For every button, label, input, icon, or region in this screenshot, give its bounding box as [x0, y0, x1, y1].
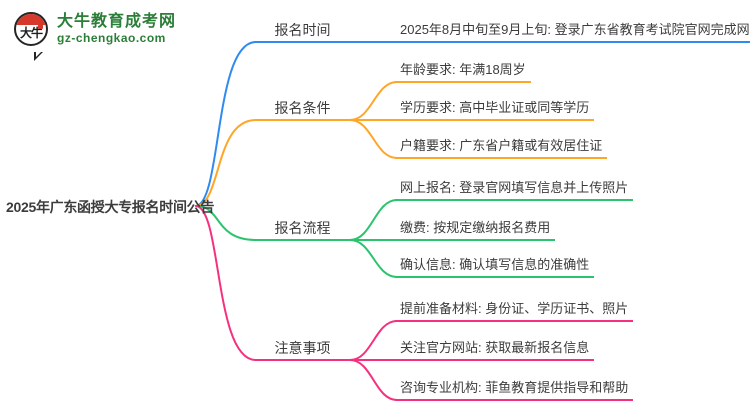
- connector-notes-leaf-3: [349, 359, 398, 401]
- leaf-follow-official-site: 关注官方网站: 获取最新报名信息: [395, 339, 595, 361]
- logo-mark-text: 大牛: [19, 26, 43, 40]
- logo-red-cap: [16, 14, 46, 25]
- leaf-prepare-materials: 提前准备材料: 身份证、学历证书、照片: [395, 300, 634, 322]
- connector-root-to-conditions-branch: [195, 119, 257, 207]
- branch-label-notes: 注意事项: [255, 339, 350, 361]
- connector-process-leaf-3: [349, 239, 398, 278]
- branch-label-registration-process: 报名流程: [255, 219, 350, 241]
- leaf-residency-requirement: 户籍要求: 广东省户籍或有效居住证: [395, 137, 608, 159]
- leaf-confirm-info: 确认信息: 确认填写信息的准确性: [395, 256, 595, 278]
- connector-root-to-notes-branch: [195, 205, 257, 361]
- leaf-consult-agency: 咨询专业机构: 菲鱼教育提供指导和帮助: [395, 379, 634, 401]
- logo-seal-icon: [38, 24, 43, 29]
- leaf-online-registration: 网上报名: 登录官网填写信息并上传照片: [395, 179, 634, 201]
- connector-root-to-process-branch: [195, 205, 257, 241]
- leaf-age-requirement: 年龄要求: 年满18周岁: [395, 61, 531, 83]
- connector-process-leaf-1: [349, 199, 398, 241]
- site-logo: 大牛 大牛教育成考网 gz-chengkao.com: [14, 12, 176, 61]
- branch-label-registration-time: 报名时间: [255, 21, 350, 43]
- connector-conditions-leaf-1: [349, 81, 398, 121]
- connector-notes-leaf-1: [349, 320, 398, 361]
- site-domain: gz-chengkao.com: [57, 31, 166, 45]
- logo-bubble-tail-inner: [36, 51, 42, 57]
- connector-root-to-time-branch: [195, 41, 257, 207]
- leaf-education-requirement: 学历要求: 高中毕业证或同等学历: [395, 99, 595, 121]
- connector-conditions-leaf-3: [349, 119, 398, 159]
- root-topic: 2025年广东函授大专报名时间公告: [6, 199, 215, 215]
- logo-text-block: 大牛教育成考网 gz-chengkao.com: [57, 12, 176, 45]
- leaf-payment: 缴费: 按规定缴纳报名费用: [395, 219, 556, 241]
- leaf-registration-time-detail: 2025年8月中旬至9月上旬: 登录广东省教育考试院官网完成网上报名: [395, 21, 750, 43]
- site-name: 大牛教育成考网: [57, 13, 177, 30]
- branch-label-registration-conditions: 报名条件: [255, 99, 350, 121]
- logo-bull-badge-icon: 大牛: [14, 12, 48, 46]
